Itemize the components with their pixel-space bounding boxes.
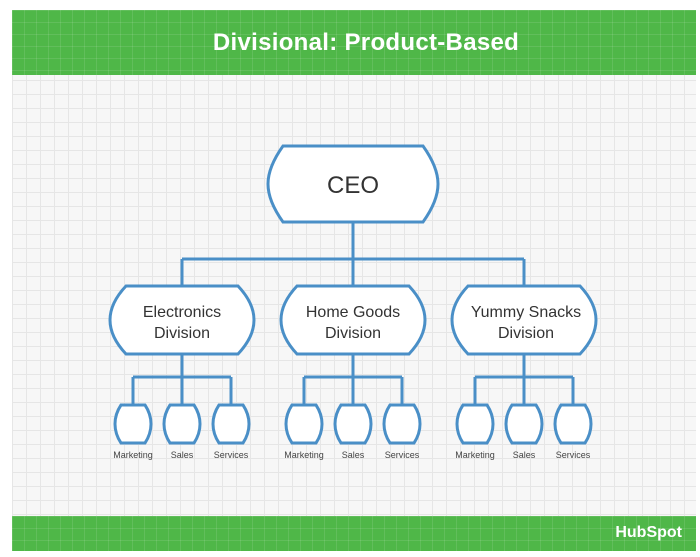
dept-label-services: Services (214, 450, 249, 460)
dept-node (162, 403, 202, 445)
dept-node (382, 403, 422, 445)
division-label-line2: Division (325, 325, 381, 342)
connector-lines (131, 222, 575, 405)
division-label-line2: Division (498, 325, 554, 342)
division-label-line1: Electronics (143, 304, 221, 321)
dept-label-marketing: Marketing (284, 450, 324, 460)
department-labels: Marketing Sales Services Marketing Sales… (113, 450, 591, 460)
header-banner: Divisional: Product-Based (12, 10, 696, 75)
division-node-electronics: Electronics Division (108, 284, 256, 356)
dept-label-services: Services (556, 450, 591, 460)
dept-label-sales: Sales (342, 450, 365, 460)
division-label-line1: Yummy Snacks (471, 304, 581, 321)
hubspot-logo: HubSpot (615, 524, 682, 541)
dept-label-sales: Sales (513, 450, 536, 460)
dept-node (333, 403, 373, 445)
dept-label-sales: Sales (171, 450, 194, 460)
division-node-home-goods: Home Goods Division (279, 284, 427, 356)
dept-node (504, 403, 544, 445)
dept-node (211, 403, 251, 445)
page-title: Divisional: Product-Based (212, 28, 520, 56)
dept-node (284, 403, 324, 445)
dept-label-marketing: Marketing (113, 450, 153, 460)
dept-label-marketing: Marketing (455, 450, 495, 460)
department-nodes (113, 403, 593, 445)
footer-banner: HubSpot (12, 516, 696, 551)
dept-node (113, 403, 153, 445)
dept-node (553, 403, 593, 445)
division-label-line1: Home Goods (306, 304, 400, 321)
dept-node (455, 403, 495, 445)
dept-label-services: Services (385, 450, 420, 460)
ceo-label: CEO (327, 172, 379, 199)
ceo-node: CEO (266, 144, 440, 224)
division-node-yummy-snacks: Yummy Snacks Division (450, 284, 598, 356)
division-label-line2: Division (154, 325, 210, 342)
